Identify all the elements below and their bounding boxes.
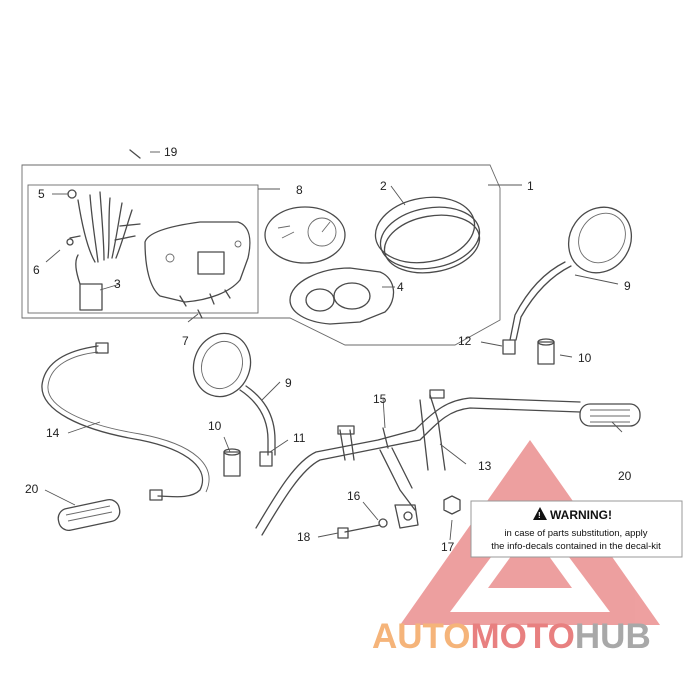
instrument-lens [374,196,481,274]
clamp-assembly [337,495,461,539]
callout-8: 8 [296,183,303,197]
callout-15: 15 [373,392,387,406]
callout-1: 1 [527,179,534,193]
callout-20-right: 20 [618,469,632,483]
callout-20-left: 20 [25,482,39,496]
left-mirror [192,332,276,456]
callout-16: 16 [347,489,361,503]
warning-line-2: the info-decals contained in the decal-k… [491,541,661,552]
instrument-housing [144,221,251,307]
wiring-harness [69,191,141,311]
svg-text:AUTOMOTOHUB: AUTOMOTOHUB [372,617,651,656]
gauge-face [264,206,346,264]
callout-4: 4 [397,280,404,294]
callout-9-right: 9 [624,279,631,293]
warning-decal: ! WARNING! in case of parts substitution… [470,500,683,558]
watermark-hub: HUB [575,617,651,656]
callout-2: 2 [380,179,387,193]
callout-labels: 1 2 3 4 5 6 7 8 9 9 10 10 11 12 13 14 15… [25,145,632,554]
watermark-auto: AUTO [372,617,471,656]
callout-11: 11 [293,431,306,445]
instrument-group-outline [21,164,501,346]
callout-13: 13 [478,459,492,473]
spacer-left [223,448,241,477]
watermark-text: AUTOMOTOHUB [372,617,651,656]
callout-12: 12 [458,334,472,348]
warning-triangle-icon [533,507,547,520]
callout-3: 3 [114,277,121,291]
callout-5: 5 [38,187,45,201]
callout-17: 17 [441,540,455,554]
svg-text:!: ! [538,511,541,520]
callout-18: 18 [297,530,311,544]
spacer-right [537,338,555,365]
grip-right [579,403,641,427]
callout-6: 6 [33,263,40,277]
callout-9-left: 9 [285,376,292,390]
warning-title: WARNING! [550,508,612,522]
wiring-box-outline [27,184,259,314]
mirror-nut-left [259,451,273,467]
grip-left [57,499,121,531]
throttle-cable [41,342,210,501]
mirror-nut-right [502,339,516,355]
right-mirror [509,206,633,341]
watermark-moto: MOTO [471,617,575,656]
callout-19: 19 [164,145,178,159]
instrument-bezel [289,267,395,325]
callout-10-right: 10 [578,351,592,365]
callout-7: 7 [182,334,189,348]
warning-line-1: in case of parts substitution, apply [504,528,647,539]
callout-10-left: 10 [208,419,222,433]
leader-lines [44,151,623,541]
callout-14: 14 [46,426,60,440]
handlebar [255,389,581,536]
screws [66,149,389,449]
